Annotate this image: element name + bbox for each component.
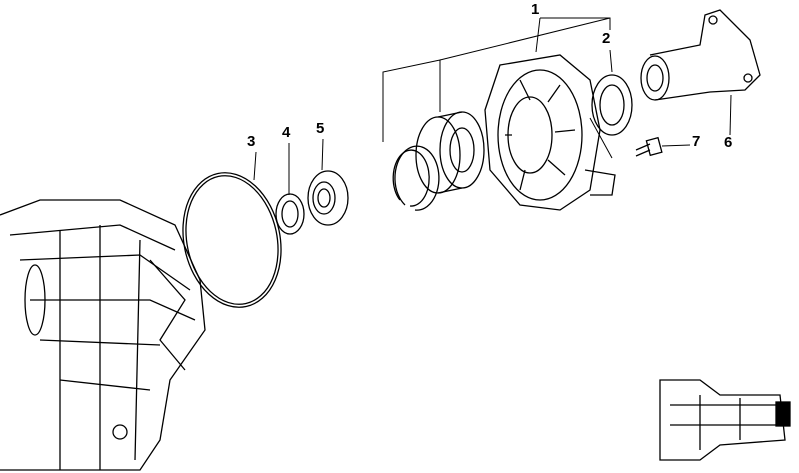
callout-2: 2 xyxy=(602,30,611,47)
inset-locator xyxy=(659,379,791,461)
part-7-bolt xyxy=(635,136,663,157)
part-2-seal xyxy=(591,74,633,136)
callout-7: 7 xyxy=(692,133,701,150)
part-6-output-flange xyxy=(640,9,761,101)
part-1-housing xyxy=(484,54,616,211)
callout-5: 5 xyxy=(316,120,325,137)
callout-1: 1 xyxy=(531,1,540,18)
snap-ring xyxy=(392,145,440,211)
part-5-nut xyxy=(307,170,349,226)
callout-3: 3 xyxy=(247,133,256,150)
part-4-shim xyxy=(275,193,305,235)
transmission-case xyxy=(0,199,206,471)
part-3-o-ring xyxy=(182,172,282,308)
bearing xyxy=(415,111,485,194)
callout-4: 4 xyxy=(282,124,291,141)
leader-lines xyxy=(253,17,732,195)
callout-6: 6 xyxy=(724,134,733,151)
